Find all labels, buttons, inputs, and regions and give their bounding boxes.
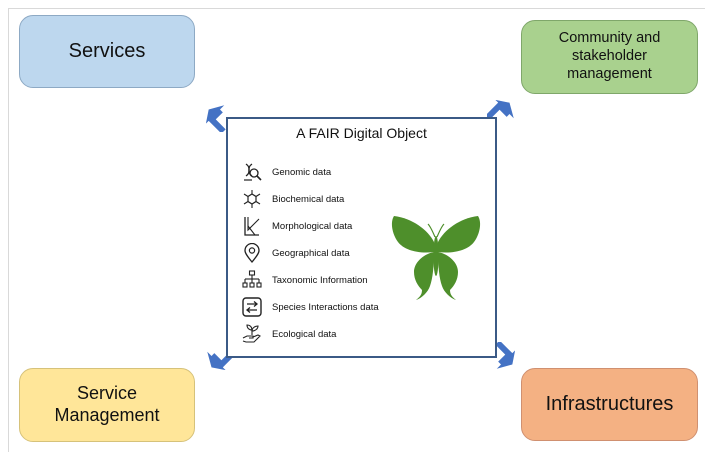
item-label: Morphological data bbox=[272, 220, 353, 232]
item-label: Species Interactions data bbox=[272, 301, 379, 313]
arrow-top-right-icon bbox=[487, 100, 514, 120]
hand-plant-icon bbox=[242, 324, 261, 343]
item-label: Taxonomic Information bbox=[272, 274, 368, 286]
arrow-bottom-right-icon bbox=[495, 342, 515, 369]
dna-magnifier-icon bbox=[244, 163, 262, 181]
ruler-angle-icon bbox=[244, 217, 260, 236]
community-stakeholder-box: Community and stakeholder management bbox=[521, 20, 698, 94]
item-biochemical: Biochemical data bbox=[242, 189, 344, 209]
item-genomic: Genomic data bbox=[242, 162, 331, 182]
item-label: Genomic data bbox=[272, 166, 332, 178]
butterfly-icon bbox=[391, 216, 481, 300]
exchange-arrows-icon bbox=[242, 297, 262, 317]
center-title: A FAIR Digital Object bbox=[296, 125, 427, 141]
item-label: Geographical data bbox=[272, 247, 350, 259]
map-pin-icon bbox=[244, 243, 260, 263]
molecule-icon bbox=[243, 190, 261, 208]
item-label: Ecological data bbox=[272, 328, 337, 340]
item-label: Biochemical data bbox=[272, 193, 345, 205]
item-species-interactions: Species Interactions data bbox=[242, 297, 379, 317]
service-management-box: Service Management bbox=[19, 368, 195, 442]
infrastructures-box: Infrastructures bbox=[521, 368, 698, 441]
hierarchy-icon bbox=[242, 270, 262, 288]
item-geographical: Geographical data bbox=[242, 243, 350, 263]
services-box: Services bbox=[19, 15, 195, 88]
slide-frame bbox=[8, 8, 705, 452]
item-taxonomic: Taxonomic Information bbox=[242, 270, 368, 290]
item-morphological: Morphological data bbox=[242, 216, 352, 236]
arrow-top-left-icon bbox=[206, 105, 226, 132]
item-ecological: Ecological data bbox=[242, 324, 336, 344]
